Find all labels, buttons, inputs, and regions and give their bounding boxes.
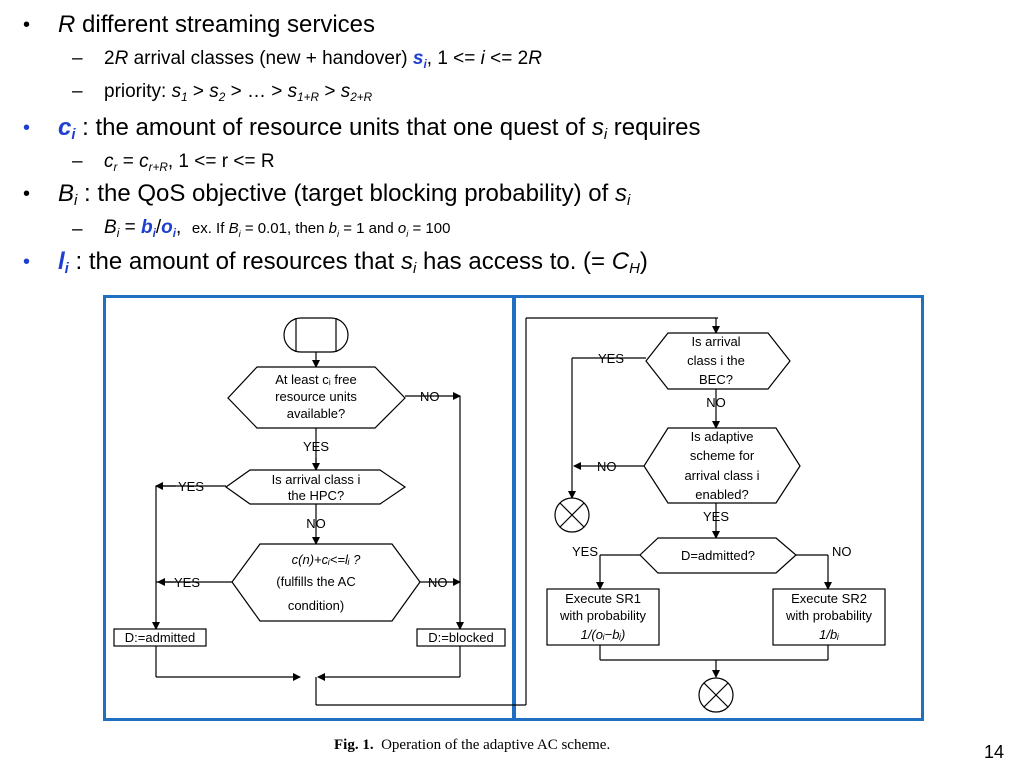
q1-line-1: At least cᵢ free [275, 372, 357, 387]
q2-line-2: the HPC? [288, 488, 344, 503]
r-q1-line-2: class i the [687, 353, 745, 368]
r-q2-no-label: NO [597, 459, 617, 474]
bullet-dot: • [23, 183, 31, 205]
figure-caption: Fig. 1. Operation of the adaptive AC sch… [334, 737, 610, 754]
r-q2-line-3: arrival class i [684, 468, 759, 483]
sr1-line-3: 1/(oᵢ−bᵢ) [581, 627, 626, 642]
caption-label: Fig. 1. [334, 737, 374, 753]
bullet-dot: • [23, 251, 31, 273]
box-admitted [113, 628, 207, 647]
q1-line-2: resource units [275, 389, 357, 404]
r-q1-line-1: Is arrival [691, 334, 740, 349]
r-q1-line-3: BEC? [699, 372, 733, 387]
decision-bec [645, 332, 791, 390]
q3-no-label: NO [428, 575, 448, 590]
admitted-label: D:=admitted [125, 630, 195, 645]
bullet-1-text: R different streaming services [58, 11, 376, 38]
start-terminal [283, 317, 349, 353]
terminator-left [554, 497, 590, 533]
r-q2-yes-label: YES [703, 509, 729, 524]
sub-dash: – [72, 81, 83, 102]
q1-line-3: available? [287, 406, 346, 421]
r-q3-no-label: NO [832, 544, 852, 559]
sr1-line-2: with probability [559, 608, 646, 623]
box-blocked [416, 628, 506, 647]
bullet-dot: • [23, 117, 31, 139]
r-q2-line-2: scheme for [690, 448, 755, 463]
terminator-bottom [698, 677, 734, 713]
decision-hpc [224, 469, 407, 505]
q1-no-label: NO [420, 389, 440, 404]
blocked-label: D:=blocked [428, 630, 493, 645]
r-q2-line-4: enabled? [695, 487, 749, 502]
sub-dash: – [72, 219, 83, 240]
q3-line-2: (fulfills the AC [276, 574, 355, 589]
q2-line-1: Is arrival class i [272, 472, 361, 487]
flowchart-right-frame [513, 295, 924, 721]
sub-dash: – [72, 151, 83, 172]
r-q1-no-label: NO [706, 395, 726, 410]
r-q1-yes-label: YES [598, 351, 624, 366]
r-q3-yes-label: YES [572, 544, 598, 559]
sr2-line-2: with probability [785, 608, 872, 623]
r-q2-line-1: Is adaptive [691, 429, 754, 444]
q3-line-1: c(n)+cᵢ<=lᵢ ? [292, 552, 361, 567]
q2-no-label: NO [306, 516, 326, 531]
box-execute-sr2 [772, 588, 886, 646]
sr1-line-1: Execute SR1 [565, 591, 641, 606]
box-execute-sr1 [546, 588, 660, 646]
q3-yes-label: YES [174, 575, 200, 590]
q1-yes-label: YES [303, 439, 329, 454]
decision-free-units [227, 366, 406, 429]
caption-text: Operation of the adaptive AC scheme. [381, 737, 611, 753]
sub-dash: – [72, 48, 83, 69]
q3-line-3: condition) [288, 598, 344, 613]
sr2-line-1: Execute SR2 [791, 591, 867, 606]
page-number: 14 [984, 742, 1005, 762]
sr2-line-3: 1/bᵢ [819, 627, 839, 642]
bullet-dot: • [23, 14, 31, 36]
q2-yes-label: YES [178, 479, 204, 494]
r-q3-label: D=admitted? [681, 548, 755, 563]
